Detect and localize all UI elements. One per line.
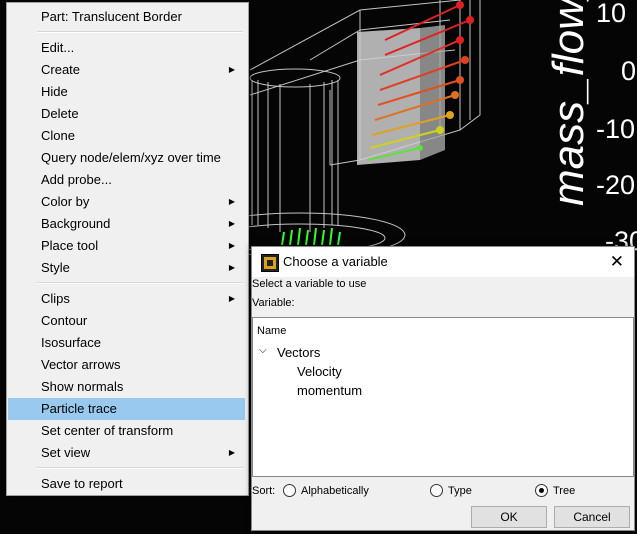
cancel-button[interactable]: Cancel — [554, 506, 630, 528]
submenu-arrow-icon: ▶ — [228, 65, 235, 74]
menu-item-query[interactable]: Query node/elem/xyz over time — [8, 147, 245, 169]
menu-item-label: Add probe... — [41, 172, 112, 187]
menu-item-label: Delete — [41, 106, 79, 121]
app-logo-icon — [264, 257, 276, 269]
instruction-text: Select a variable to use — [252, 278, 367, 290]
ok-button[interactable]: OK — [471, 506, 547, 528]
expand-chevron-icon[interactable]: ⌵ — [259, 345, 267, 356]
menu-item-show-normals[interactable]: Show normals — [8, 376, 245, 398]
tree-group-vectors[interactable]: Vectors — [277, 345, 321, 360]
submenu-arrow-icon: ▶ — [228, 263, 235, 272]
menu-item-background[interactable]: Background ▶ — [8, 213, 245, 235]
choose-variable-dialog: Choose a variable ✕ Select a variable to… — [251, 246, 635, 531]
menu-item-label: Contour — [41, 313, 88, 328]
submenu-arrow-icon: ▶ — [228, 197, 235, 206]
menu-item-label: Place tool — [41, 238, 99, 253]
tree-item-momentum[interactable]: momentum — [297, 383, 363, 398]
menu-item-place-tool[interactable]: Place tool ▶ — [8, 235, 245, 257]
radio-type[interactable] — [430, 484, 443, 497]
menu-item-vector-arrows[interactable]: Vector arrows — [8, 354, 245, 376]
menu-header: Part: Translucent Border — [8, 6, 245, 28]
menu-item-label: Edit... — [41, 40, 75, 55]
menu-item-contour[interactable]: Contour — [8, 310, 245, 332]
close-icon[interactable]: ✕ — [609, 252, 624, 271]
context-menu: Part: Translucent Border Edit... Create ▶… — [6, 2, 249, 496]
menu-separator — [37, 282, 243, 284]
radio-label-alphabetically[interactable]: Alphabetically — [301, 485, 369, 497]
dialog-titlebar[interactable]: Choose a variable ✕ — [252, 247, 634, 277]
menu-header-label: Part: Translucent Border — [41, 9, 182, 24]
menu-item-create[interactable]: Create ▶ — [8, 59, 245, 81]
menu-item-label: Isosurface — [41, 335, 101, 350]
menu-item-label: Save to report — [41, 476, 123, 491]
menu-item-style[interactable]: Style ▶ — [8, 257, 245, 279]
menu-item-label: Vector arrows — [41, 357, 121, 372]
variable-label: Variable: — [252, 297, 295, 309]
menu-item-label: Create — [41, 62, 81, 77]
submenu-arrow-icon: ▶ — [228, 241, 235, 250]
column-header-name[interactable]: Name — [257, 325, 287, 337]
menu-item-clone[interactable]: Clone — [8, 125, 245, 147]
menu-item-label: Background — [41, 216, 111, 231]
menu-item-set-center[interactable]: Set center of transform — [8, 420, 245, 442]
menu-item-label: Set center of transform — [41, 423, 174, 438]
menu-item-label: Hide — [41, 84, 68, 99]
app-icon — [261, 254, 279, 272]
menu-separator — [37, 31, 243, 33]
axis-tick: 10 — [596, 0, 627, 28]
axis-title: mass_flow_ — [544, 0, 593, 206]
menu-item-label: Clips — [41, 291, 70, 306]
menu-item-delete[interactable]: Delete — [8, 103, 245, 125]
submenu-arrow-icon: ▶ — [228, 294, 235, 303]
menu-item-set-view[interactable]: Set view ▶ — [8, 442, 245, 464]
menu-item-label: Color by — [41, 194, 90, 209]
menu-separator — [37, 467, 243, 469]
menu-item-label: Style — [41, 260, 70, 275]
menu-item-isosurface[interactable]: Isosurface — [8, 332, 245, 354]
menu-item-particle-trace[interactable]: Particle trace — [8, 398, 245, 420]
axis-tick: 0 — [621, 56, 637, 86]
menu-item-add-probe[interactable]: Add probe... — [8, 169, 245, 191]
menu-item-label: Query node/elem/xyz over time — [41, 150, 221, 165]
menu-item-color-by[interactable]: Color by ▶ — [8, 191, 245, 213]
menu-item-label: Show normals — [41, 379, 124, 394]
sort-options: Sort: Alphabetically Type Tree — [252, 483, 632, 501]
radio-tree[interactable] — [535, 484, 548, 497]
menu-item-clips[interactable]: Clips ▶ — [8, 288, 245, 310]
sort-label: Sort: — [252, 485, 276, 497]
menu-item-save-to-report[interactable]: Save to report — [8, 473, 245, 495]
submenu-arrow-icon: ▶ — [228, 448, 235, 457]
radio-label-tree[interactable]: Tree — [553, 485, 576, 497]
menu-item-label: Particle trace — [41, 401, 117, 416]
axis-tick: -20 — [596, 170, 636, 200]
menu-item-label: Set view — [41, 445, 91, 460]
menu-item-label: Clone — [41, 128, 75, 143]
dialog-title: Choose a variable — [283, 254, 388, 269]
variable-tree[interactable]: Name ⌵ Vectors Velocity momentum — [252, 317, 634, 477]
radio-label-type[interactable]: Type — [448, 485, 472, 497]
menu-item-edit[interactable]: Edit... — [8, 37, 245, 59]
radio-alphabetically[interactable] — [283, 484, 296, 497]
tree-item-velocity[interactable]: Velocity — [297, 364, 342, 379]
menu-item-hide[interactable]: Hide — [8, 81, 245, 103]
axis-tick: -10 — [596, 114, 636, 144]
submenu-arrow-icon: ▶ — [228, 219, 235, 228]
